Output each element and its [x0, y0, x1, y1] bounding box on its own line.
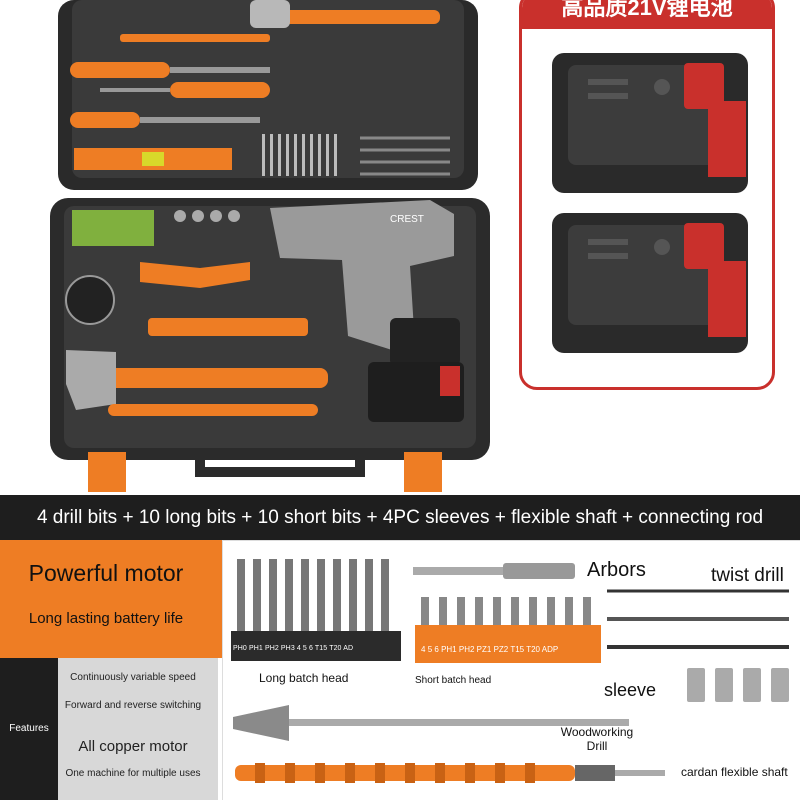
bit-label: PH2 — [264, 645, 279, 652]
bit-label: ADP — [541, 645, 559, 654]
bit-label: 4 — [296, 645, 301, 652]
tool-case-image: CREST — [50, 0, 490, 492]
twist-drill-label: twist drill — [711, 565, 784, 586]
long-bits-label: Long batch head — [259, 671, 349, 685]
long-bits-image — [231, 559, 401, 661]
woodworking-drill-image — [233, 705, 629, 741]
motor-subtitle: Long lasting battery life — [28, 610, 184, 627]
feature-column: Powerful motor Long lasting battery life… — [0, 540, 222, 800]
feature-item: Continuously variable speed — [70, 672, 196, 683]
bit-label: PZ2 — [493, 645, 509, 654]
feature-item: All copper motor — [78, 738, 188, 755]
flexible-shaft-image — [235, 763, 665, 783]
product-image-area: CREST 高品质21V锂电池 — [50, 0, 775, 492]
bit-label: AD — [343, 645, 354, 652]
bit-label: T15 — [314, 645, 328, 652]
bit-label: T20 — [526, 645, 540, 654]
arbors-label: Arbors — [587, 559, 646, 581]
bit-label: 5 — [427, 645, 433, 654]
feature-item: One machine for multiple uses — [65, 768, 201, 779]
bit-label: PZ1 — [476, 645, 492, 654]
bit-label: PH3 — [280, 645, 295, 652]
sleeve-label: sleeve — [604, 680, 657, 700]
bit-label: PH2 — [458, 645, 475, 654]
bit-label: T15 — [510, 645, 525, 654]
feature-item: Forward and reverse switching — [64, 700, 202, 711]
bit-label: 5 — [302, 645, 307, 652]
bit-label: 4 — [421, 645, 426, 654]
flexible-shaft-label: cardan flexible shaft — [681, 765, 788, 779]
bit-label: PH0 — [233, 645, 247, 652]
features-list: Continuously variable speed Forward and … — [58, 658, 218, 800]
case-brand-text: CREST — [390, 214, 424, 225]
short-bits-image — [415, 597, 601, 663]
long-bits-labels: PH0 PH1 PH2 PH3 4 5 6 T15 T20 AD — [233, 645, 401, 652]
accessories-panel: PH0 PH1 PH2 PH3 4 5 6 T15 T20 AD Long ba… — [222, 540, 800, 800]
sleeve-image — [687, 668, 789, 702]
bit-label: T20 — [329, 645, 342, 652]
bit-label: PH1 — [441, 645, 457, 654]
woodworking-drill-label: Woodworking Drill — [560, 725, 634, 753]
short-bits-label: Short batch head — [415, 675, 492, 686]
contents-banner: 4 drill bits + 10 long bits + 10 short b… — [0, 495, 800, 540]
battery-images — [552, 53, 748, 353]
twist-drill-image — [607, 589, 789, 649]
features-label: Features — [0, 658, 58, 800]
arbor-image — [413, 563, 575, 579]
battery-panel: 高品质21V锂电池 — [519, 0, 775, 390]
motor-title: Powerful motor — [28, 560, 184, 586]
battery-panel-title: 高品质21V锂电池 — [522, 0, 772, 29]
motor-box: Powerful motor Long lasting battery life — [0, 540, 222, 658]
bit-label: PH1 — [248, 645, 263, 652]
battery-pack-icon — [552, 53, 748, 193]
bit-label: 6 — [434, 645, 439, 654]
bit-label: 6 — [308, 645, 313, 652]
battery-pack-icon — [552, 213, 748, 353]
short-bits-labels: 4 5 6 PH1 PH2 PZ1 PZ2 T15 T20 ADP — [421, 645, 601, 654]
